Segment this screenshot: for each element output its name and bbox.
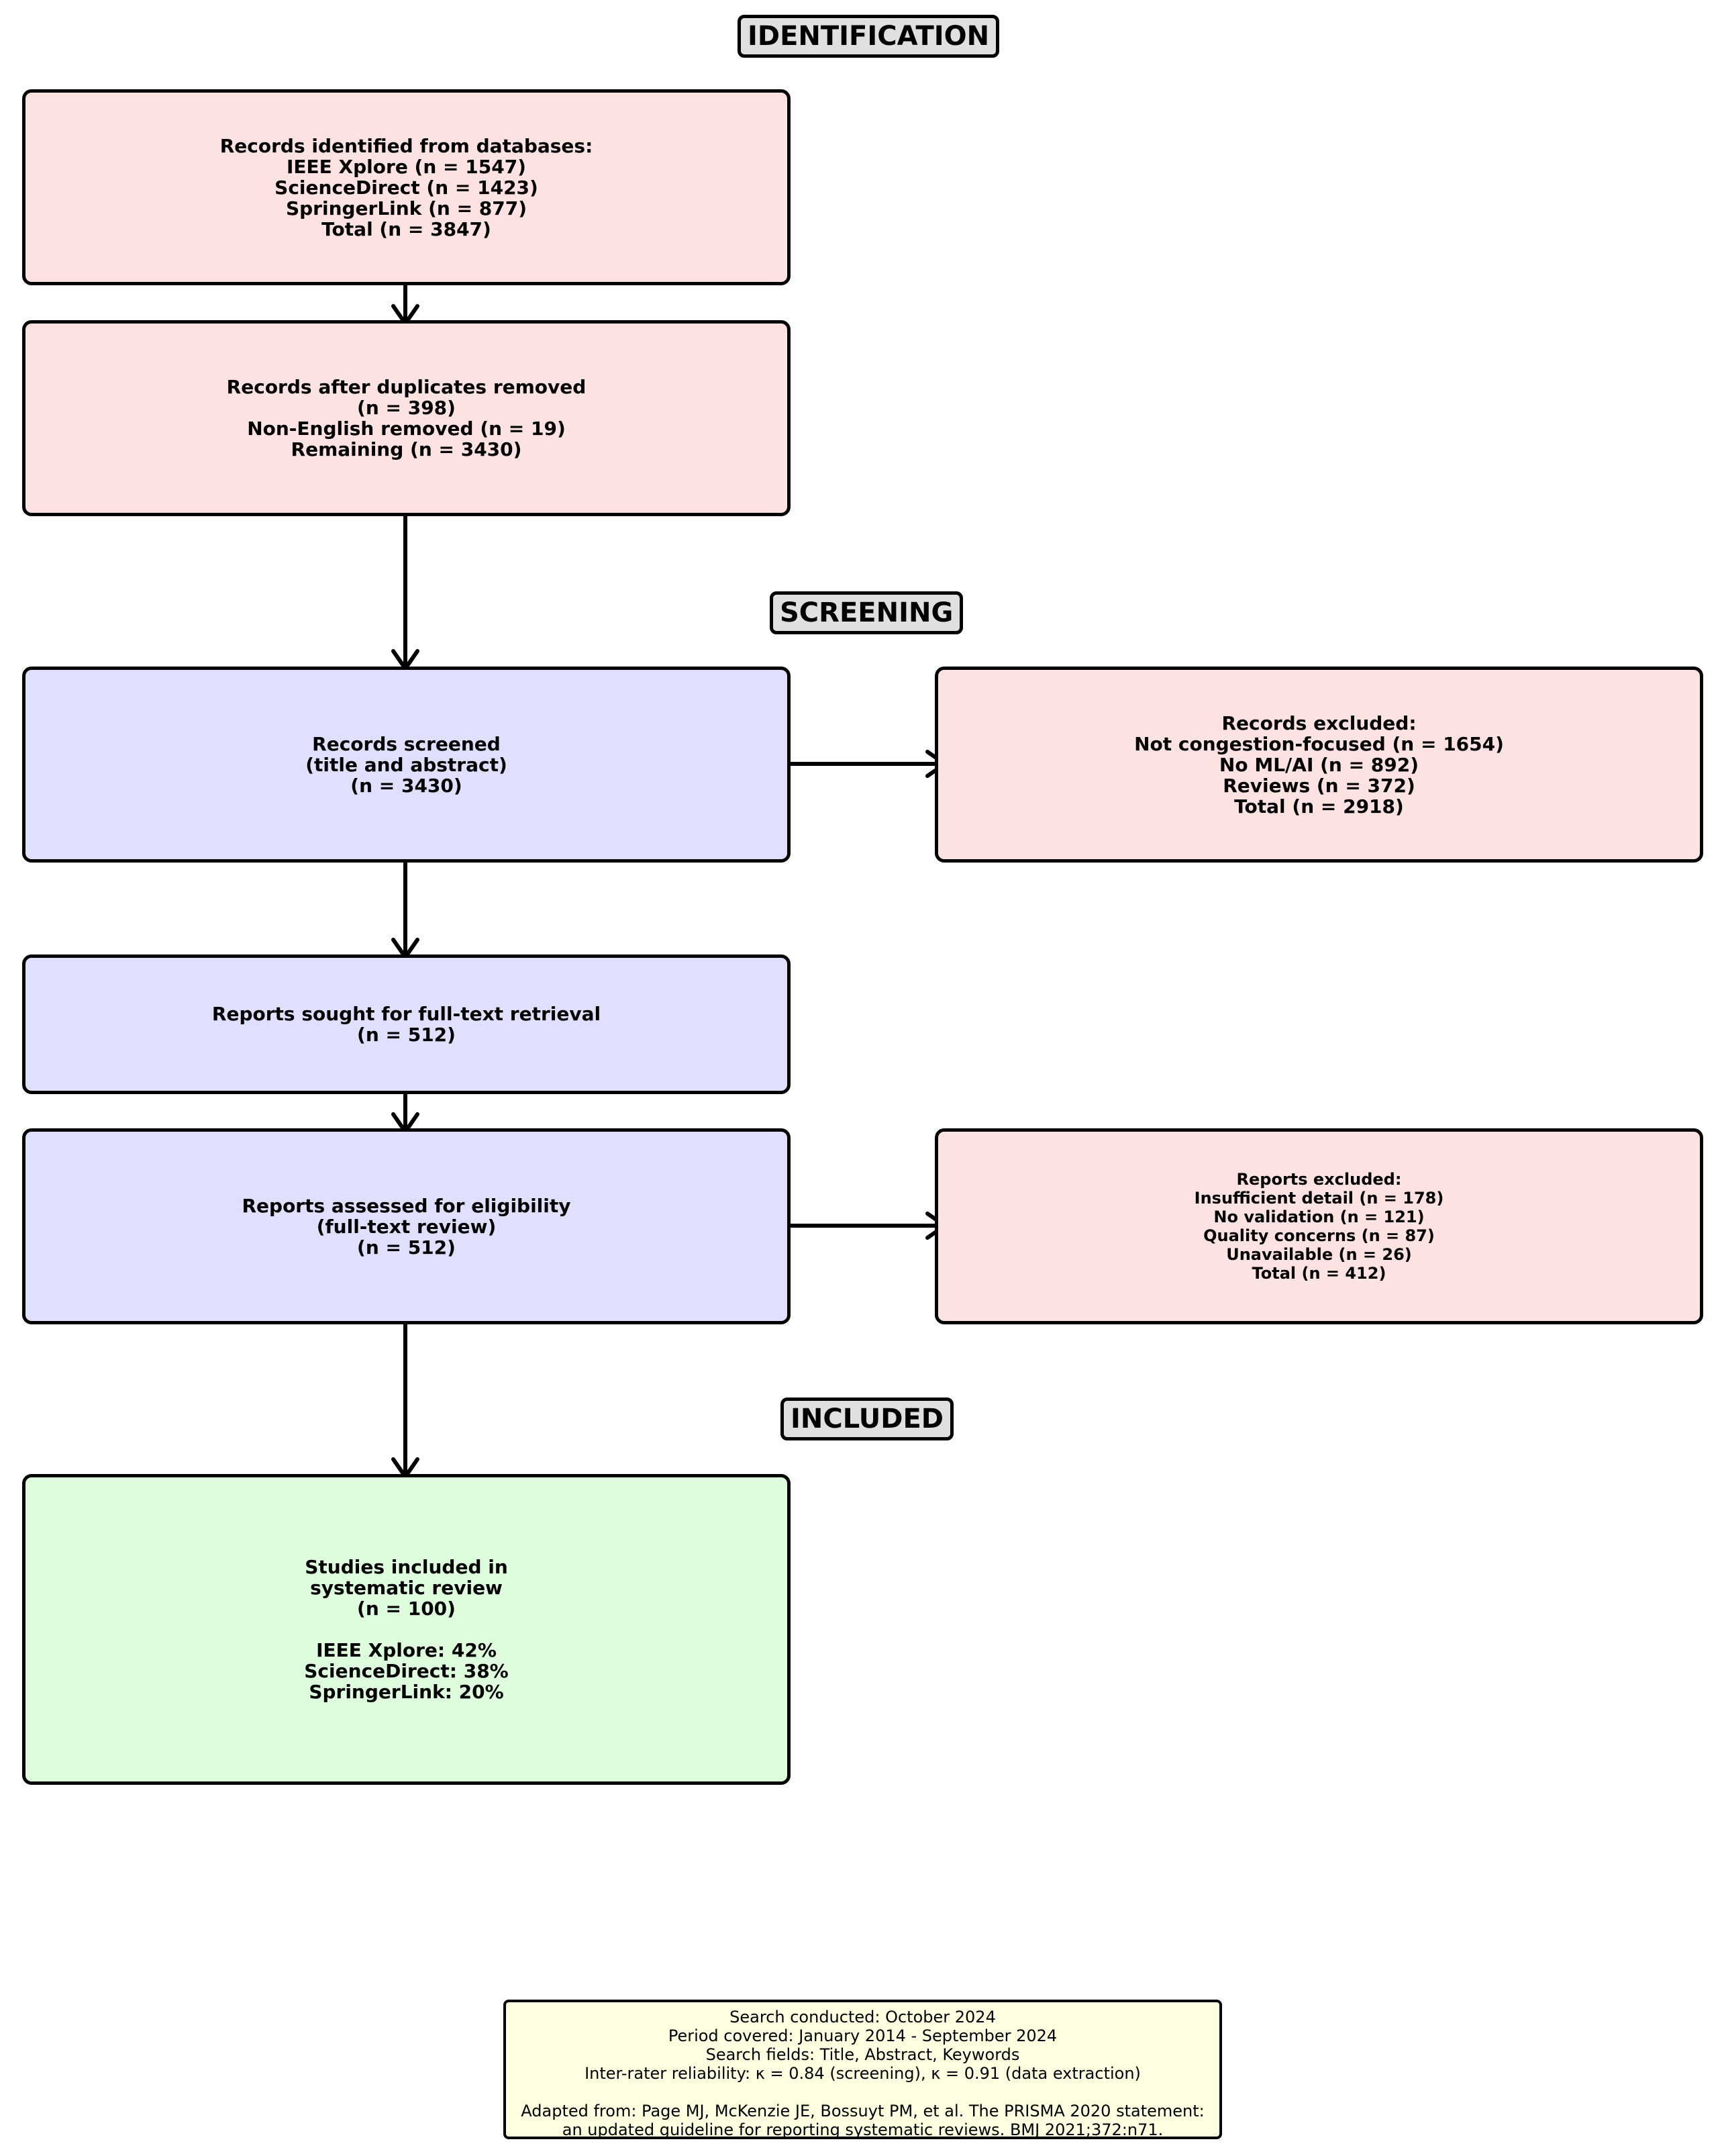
stage-label-identification: IDENTIFICATION: [738, 15, 1000, 58]
studies-included-text: Studies included in systematic review (n…: [304, 1556, 509, 1703]
records-screened-text: Records screened (title and abstract) (n…: [305, 732, 507, 797]
duplicates-removed-text: Records after duplicates removed (n = 39…: [226, 376, 587, 460]
duplicates-removed-box: Records after duplicates removed (n = 39…: [22, 320, 791, 516]
reports-excluded-box: Reports excluded: Insufficient detail (n…: [935, 1128, 1703, 1324]
records-excluded-text: Records excluded: Not congestion-focused…: [1134, 712, 1504, 818]
reports-sought-text: Reports sought for full-text retrieval (…: [211, 1003, 601, 1046]
citation-text: Adapted from: Page MJ, McKenzie JE, Boss…: [521, 2102, 1205, 2139]
reports-assessed-text: Reports assessed for eligibility (full-t…: [242, 1194, 571, 1259]
search-details-footnote: Search conducted: October 2024 Period co…: [503, 2000, 1222, 2139]
records-screened-box: Records screened (title and abstract) (n…: [22, 667, 791, 863]
reports-excluded-text: Reports excluded: Insufficient detail (n…: [1194, 1170, 1444, 1283]
search-details-text: Search conducted: October 2024 Period co…: [585, 2008, 1141, 2083]
records-identified-text: Records identified from databases: IEEE …: [219, 134, 593, 240]
records-identified-box: Records identified from databases: IEEE …: [22, 89, 791, 285]
stage-label-screening: SCREENING: [770, 591, 964, 634]
reports-sought-box: Reports sought for full-text retrieval (…: [22, 954, 791, 1094]
stage-label-included: INCLUDED: [780, 1398, 954, 1440]
records-excluded-box: Records excluded: Not congestion-focused…: [935, 667, 1703, 863]
studies-included-box: Studies included in systematic review (n…: [22, 1474, 791, 1785]
reports-assessed-box: Reports assessed for eligibility (full-t…: [22, 1128, 791, 1324]
